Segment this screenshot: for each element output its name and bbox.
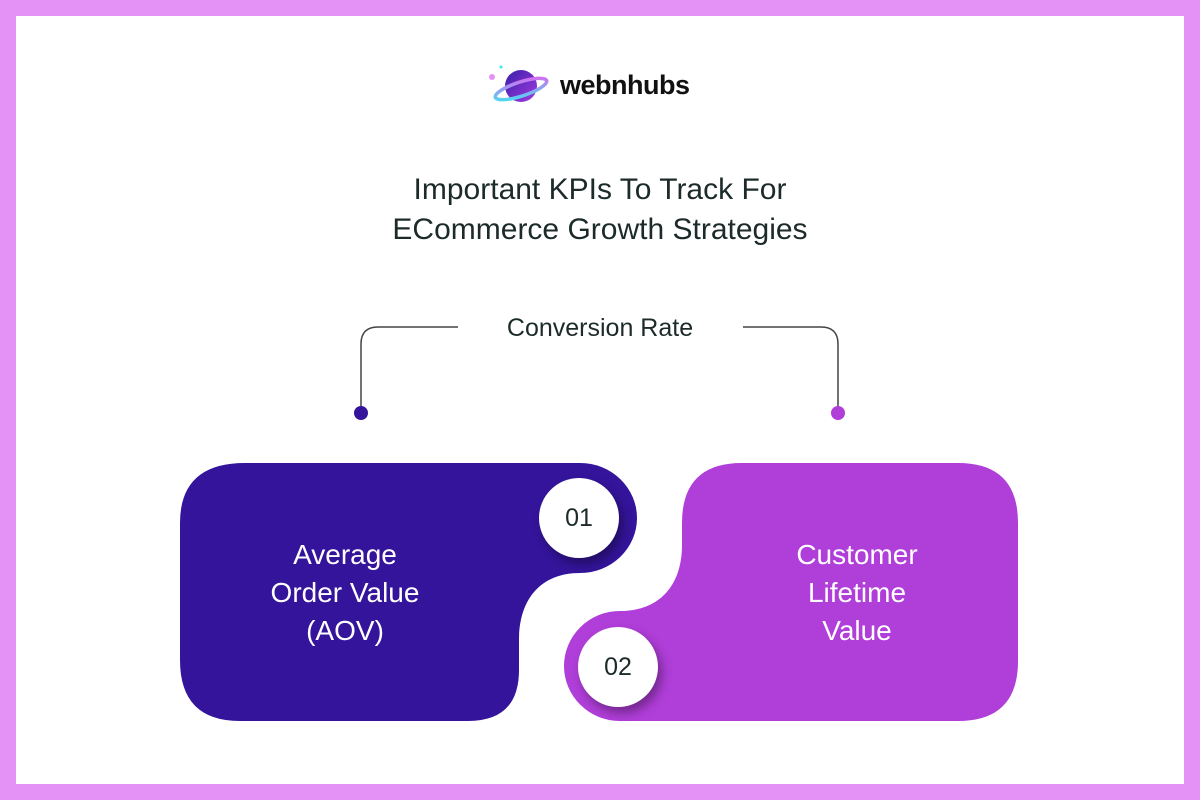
brand-name: webnhubs	[560, 69, 690, 100]
label-line: (AOV)	[306, 615, 384, 646]
planet-icon	[489, 65, 549, 102]
kpi-clv-label: Customer Lifetime Value	[732, 536, 982, 650]
title-line-2: ECommerce Growth Strategies	[392, 213, 808, 246]
connector-dot-right	[831, 406, 845, 420]
connector-right	[743, 326, 839, 413]
kpi-aov-label: Average Order Value (AOV)	[220, 536, 470, 650]
connector-left	[360, 326, 458, 413]
kpi-conversion-rate: Conversion Rate	[506, 314, 694, 342]
number-badge-02: 02	[578, 627, 658, 707]
label-line: Value	[822, 615, 892, 646]
label-line: Lifetime	[807, 577, 907, 608]
label-line: Average	[293, 539, 397, 570]
brand-logo: webnhubs	[488, 62, 690, 108]
label-line: Order Value	[270, 577, 420, 608]
card-shape-clv	[564, 463, 1018, 721]
number-badge-01: 01	[539, 478, 619, 558]
title-line-1: Important KPIs To Track For	[413, 173, 787, 206]
connector-dot-left	[354, 406, 368, 420]
card-shape-aov	[180, 463, 637, 721]
label-line: Customer	[796, 539, 918, 570]
page-title: Important KPIs To Track For ECommerce Gr…	[0, 170, 1200, 250]
